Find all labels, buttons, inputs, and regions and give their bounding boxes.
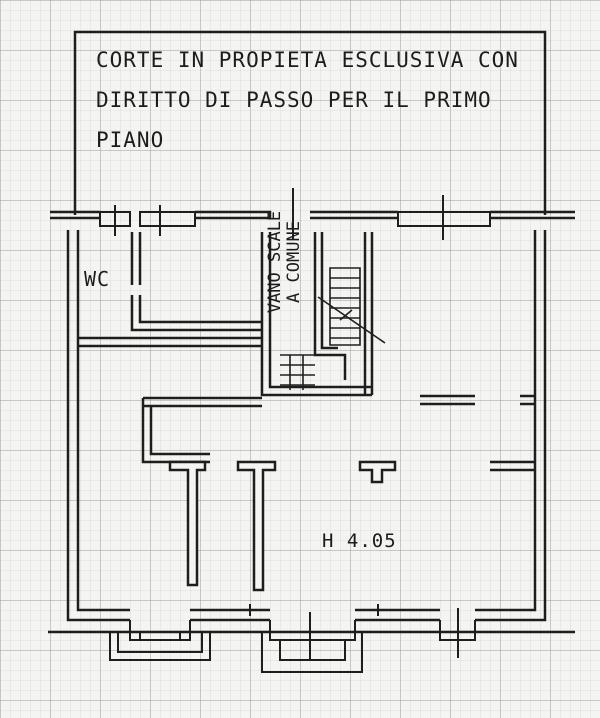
north-windows xyxy=(99,188,491,240)
stair-label: VANO SCALE A COMUNE xyxy=(265,210,304,314)
courtyard-note-line2: DIRITTO DI PASSO PER IL PRIMO xyxy=(96,88,492,112)
ceiling-height-label: H 4.05 xyxy=(322,530,397,552)
interior-walls xyxy=(78,232,535,472)
exterior-walls xyxy=(48,210,575,634)
entrance-steps xyxy=(109,604,476,673)
courtyard-outline xyxy=(73,30,547,215)
wc-room-label: WC xyxy=(84,267,111,291)
courtyard-note-line3: PIANO xyxy=(96,128,165,152)
stair-label-line2: A COMUNE xyxy=(284,221,304,303)
courtyard-note-line1: CORTE IN PROPIETA ESCLUSIVA CON xyxy=(96,48,519,72)
columns xyxy=(168,460,397,592)
common-staircase xyxy=(280,267,386,390)
stair-label-line1: VANO SCALE xyxy=(265,210,285,314)
